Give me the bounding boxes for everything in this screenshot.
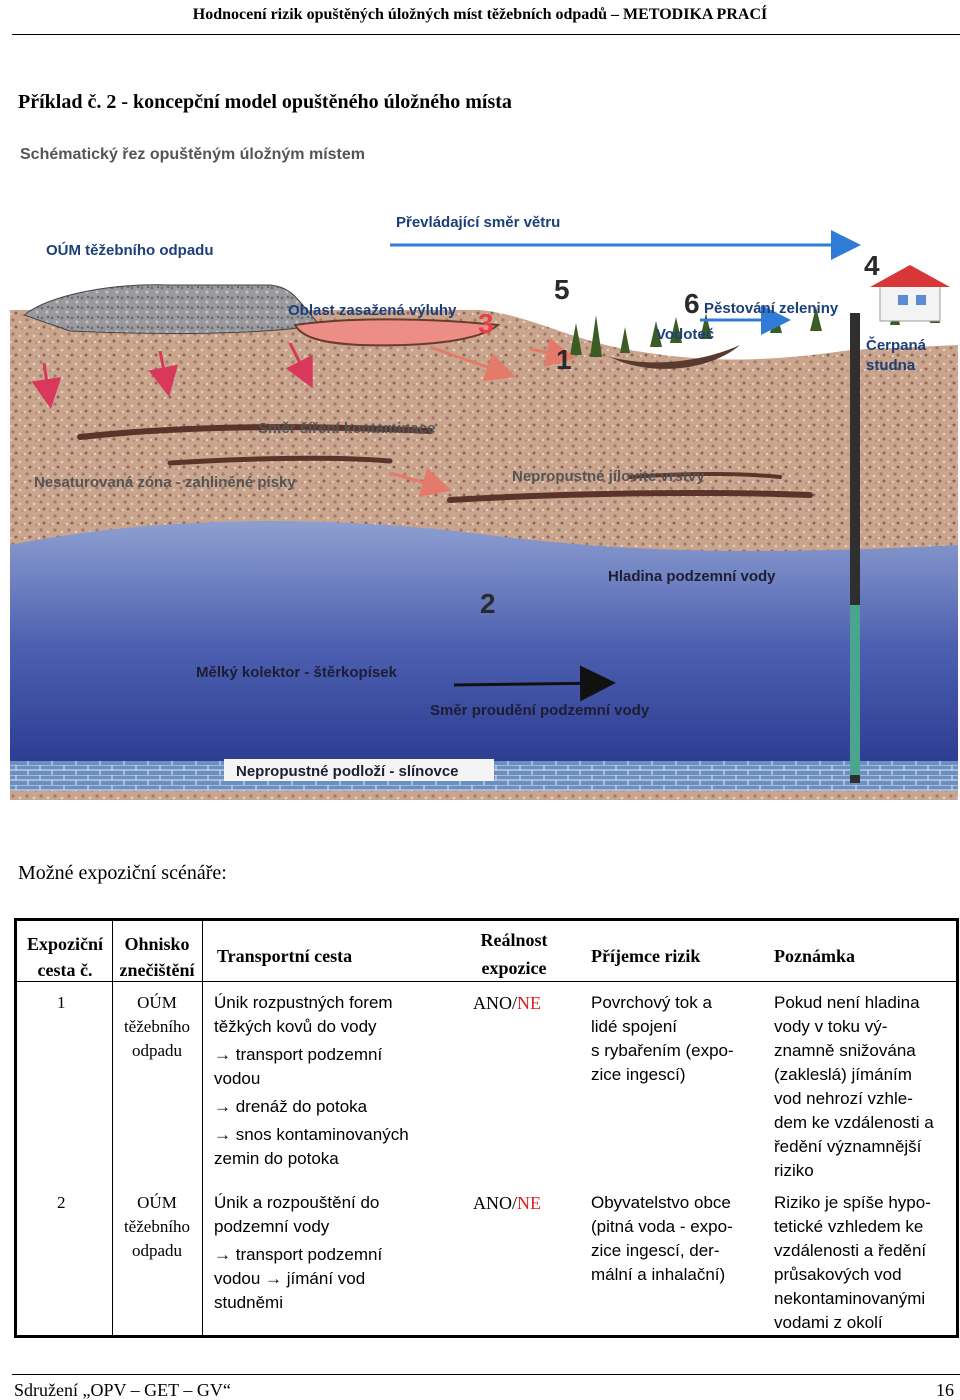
row1-source: OÚM těžebního odpadu — [123, 993, 191, 1060]
header-divider — [17, 981, 956, 982]
flow-label: Směr proudění podzemní vody — [430, 702, 650, 719]
oum-label: OÚM těžebního odpadu — [46, 241, 213, 259]
well-label-2: studna — [866, 357, 916, 374]
bedrock-label: Nepropustné podloží - slínovce — [236, 763, 459, 780]
contamination-arrow — [31, 362, 62, 409]
contamination-arrow — [529, 337, 576, 368]
vegetables-label: Pěstování zeleniny — [704, 300, 839, 317]
well-screen — [850, 605, 860, 775]
stream — [610, 345, 740, 369]
row1-transport: Únik rozpustných forem těžkých kovů do v… — [214, 993, 409, 1168]
clay-lens — [628, 472, 782, 479]
pathway-number-4: 4 — [864, 250, 880, 281]
header-receptor: Příjemce rizik — [591, 946, 701, 966]
row2-transport: Únik a rozpouštění do podzemní vody → tr… — [214, 1193, 383, 1312]
contamination-arrow — [389, 467, 452, 497]
clay-lens — [447, 489, 813, 503]
contamination-arrow — [285, 342, 313, 389]
leach-area — [293, 318, 501, 347]
clay-lens — [167, 455, 393, 466]
row1-receptor: Povrchový tok a lidé spojení s rybařením… — [591, 993, 734, 1084]
example-title: Příklad č. 2 - koncepční model opuštěnéh… — [18, 91, 512, 113]
row2-reality: ANO/NE — [473, 1193, 541, 1213]
contamination-arrow — [148, 350, 179, 397]
pathway-number-3: 3 — [478, 308, 494, 339]
row2-receptor: Obyvatelstvo obce (pitná voda - expo- zi… — [591, 1193, 733, 1284]
pathway-number-1: 1 — [556, 344, 572, 375]
page-number: 16 — [936, 1380, 954, 1400]
waste-dump — [22, 284, 322, 334]
col-divider — [202, 921, 203, 1335]
clay-label: Nepropustné jílovité vrstvy — [512, 468, 705, 485]
exposure-table: Expoziční cesta č. Ohnisko znečištění Tr… — [14, 918, 959, 1338]
row1-path: 1 — [57, 993, 66, 1012]
contamination-arrow — [429, 345, 516, 382]
header-reality: Reálnost expozice — [480, 930, 548, 978]
page-header: Hodnocení rizik opuštěných úložných míst… — [192, 6, 768, 23]
row2-path: 2 — [57, 1193, 66, 1212]
pathway-number-2: 2 — [480, 588, 496, 619]
row1-reality: ANO/NE — [473, 993, 541, 1013]
header-path: Expoziční cesta č. — [26, 934, 103, 980]
well-label-1: Čerpaná — [866, 336, 927, 354]
stream-label: Vodoteč — [656, 326, 714, 343]
house — [870, 265, 950, 322]
pumping-well — [850, 313, 860, 783]
water-table-label: Hladina podzemní vody — [608, 568, 776, 585]
clay-lens — [77, 424, 433, 440]
row2-note: Riziko je spíše hypo- tetické vzhledem k… — [774, 1193, 931, 1332]
scenarios-heading: Možné expoziční scénáře: — [18, 862, 227, 884]
diagram-title: Schématický řez opuštěným úložným místem — [20, 146, 365, 163]
footer-rule — [12, 1374, 960, 1375]
row2-source: OÚM těžebního odpadu — [123, 1193, 191, 1260]
header-note: Poznámka — [774, 946, 855, 966]
groundwater-body — [10, 521, 958, 775]
row1-note: Pokud není hladina vody v toku vý- znamn… — [774, 993, 934, 1180]
spread-label: Směr šíření kontaminace — [258, 420, 436, 437]
unsaturated-label: Nesaturovaná zóna - zahliněné písky — [34, 474, 296, 491]
footer-org: Sdružení „OPV – GET – GV“ — [14, 1380, 231, 1400]
cross-section-diagram: Schématický řez opuštěným úložným místem… — [10, 135, 958, 800]
header-rule — [12, 34, 960, 35]
pathway-number-6: 6 — [684, 288, 700, 319]
leach-area-label: Oblast zasažená výluhy — [288, 302, 457, 319]
groundwater-flow-arrow — [453, 665, 616, 702]
wind-label: Převládající směr větru — [396, 214, 560, 231]
aquifer-label: Mělký kolektor - štěrkopísek — [196, 664, 398, 681]
header-source: Ohnisko znečištění — [119, 934, 195, 980]
col-divider — [112, 921, 113, 1335]
pathway-number-5: 5 — [554, 274, 570, 305]
header-transport: Transportní cesta — [217, 946, 353, 966]
